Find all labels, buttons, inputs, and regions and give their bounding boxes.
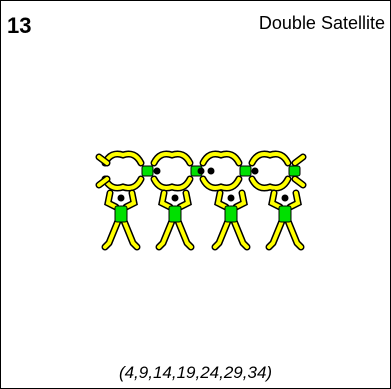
siteswap-sequence: (4,9,14,19,24,29,34) <box>118 363 273 382</box>
satellite-ring <box>95 154 307 188</box>
pattern-title: Double Satellite <box>258 13 385 33</box>
pattern-number: 13 <box>7 13 32 38</box>
juggler-formation-icon <box>95 141 307 251</box>
juggler-row <box>105 193 301 247</box>
